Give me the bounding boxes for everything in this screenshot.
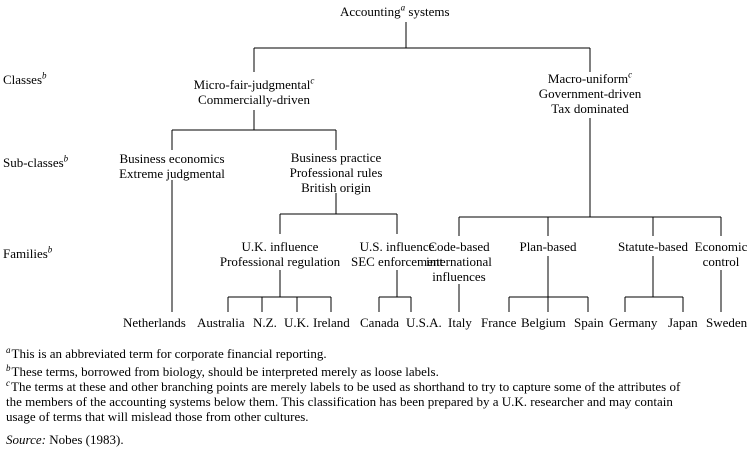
family-uk-influence: U.K. influence Professional regulation — [219, 239, 341, 269]
footnote-a: aThis is an abbreviated term for corpora… — [6, 344, 327, 361]
country-belgium: Belgium — [521, 315, 566, 330]
class-micro-fair-judgmental: Micro-fair-judgmentalc Commercially-driv… — [193, 75, 315, 107]
source-text: Nobes (1983). — [49, 432, 124, 447]
country-germany: Germany — [609, 315, 658, 330]
level-label-subclasses: Sub-classesb — [3, 153, 69, 170]
level-label-families: Familiesb — [3, 244, 53, 261]
root-footnote-mark: a — [400, 2, 406, 13]
country-canada: Canada — [360, 315, 399, 330]
family-statute-based: Statute-based — [617, 239, 689, 254]
country-uk: U.K. — [284, 315, 310, 330]
country-italy: Italy — [448, 315, 472, 330]
source-citation: Source: Nobes (1983). — [6, 432, 124, 448]
country-ireland: Ireland — [313, 315, 350, 330]
country-nz: N.Z. — [253, 315, 277, 330]
family-us-influence: U.S. influence SEC enforcement — [350, 239, 444, 269]
family-economic-control: Economic control — [694, 239, 748, 269]
country-spain: Spain — [574, 315, 604, 330]
family-plan-based: Plan-based — [519, 239, 577, 254]
root-label: Accounting — [340, 4, 401, 19]
class-macro-uniform: Macro-uniformc Government-driven Tax dom… — [538, 69, 642, 116]
subclass-business-practice: Business practice Professional rules Bri… — [289, 150, 383, 195]
country-japan: Japan — [668, 315, 698, 330]
source-label: Source: — [6, 432, 46, 447]
family-code-based: Code-based international influences — [426, 239, 492, 284]
subclass-business-economics: Business economics Extreme judgmental — [119, 151, 225, 181]
root-label-suffix: systems — [408, 4, 450, 19]
level-label-classes: Classesb — [3, 70, 47, 87]
country-australia: Australia — [197, 315, 245, 330]
footnote-b: bThese terms, borrowed from biology, sho… — [6, 362, 439, 379]
country-france: France — [481, 315, 517, 330]
country-netherlands: Netherlands — [123, 315, 186, 330]
root-node: Accountinga systems — [340, 2, 450, 19]
country-sweden: Sweden — [706, 315, 748, 330]
footnote-c: cThe terms at these and other branching … — [6, 377, 681, 424]
country-usa: U.S.A. — [406, 315, 442, 330]
